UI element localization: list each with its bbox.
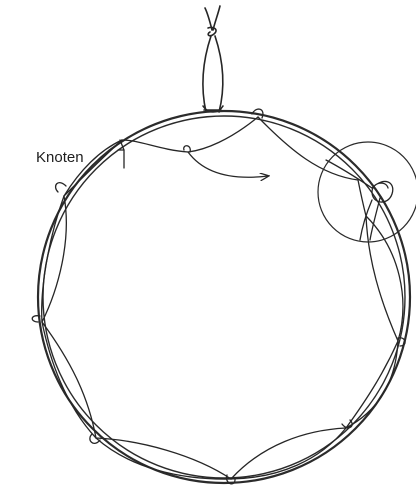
knot-label: Knoten [36, 149, 84, 166]
ring-inner [43, 116, 405, 478]
knot-point [184, 146, 191, 152]
direction-arrow [188, 152, 268, 177]
hanging-loop [203, 6, 223, 112]
wrap-loop-left-upper [56, 183, 66, 192]
